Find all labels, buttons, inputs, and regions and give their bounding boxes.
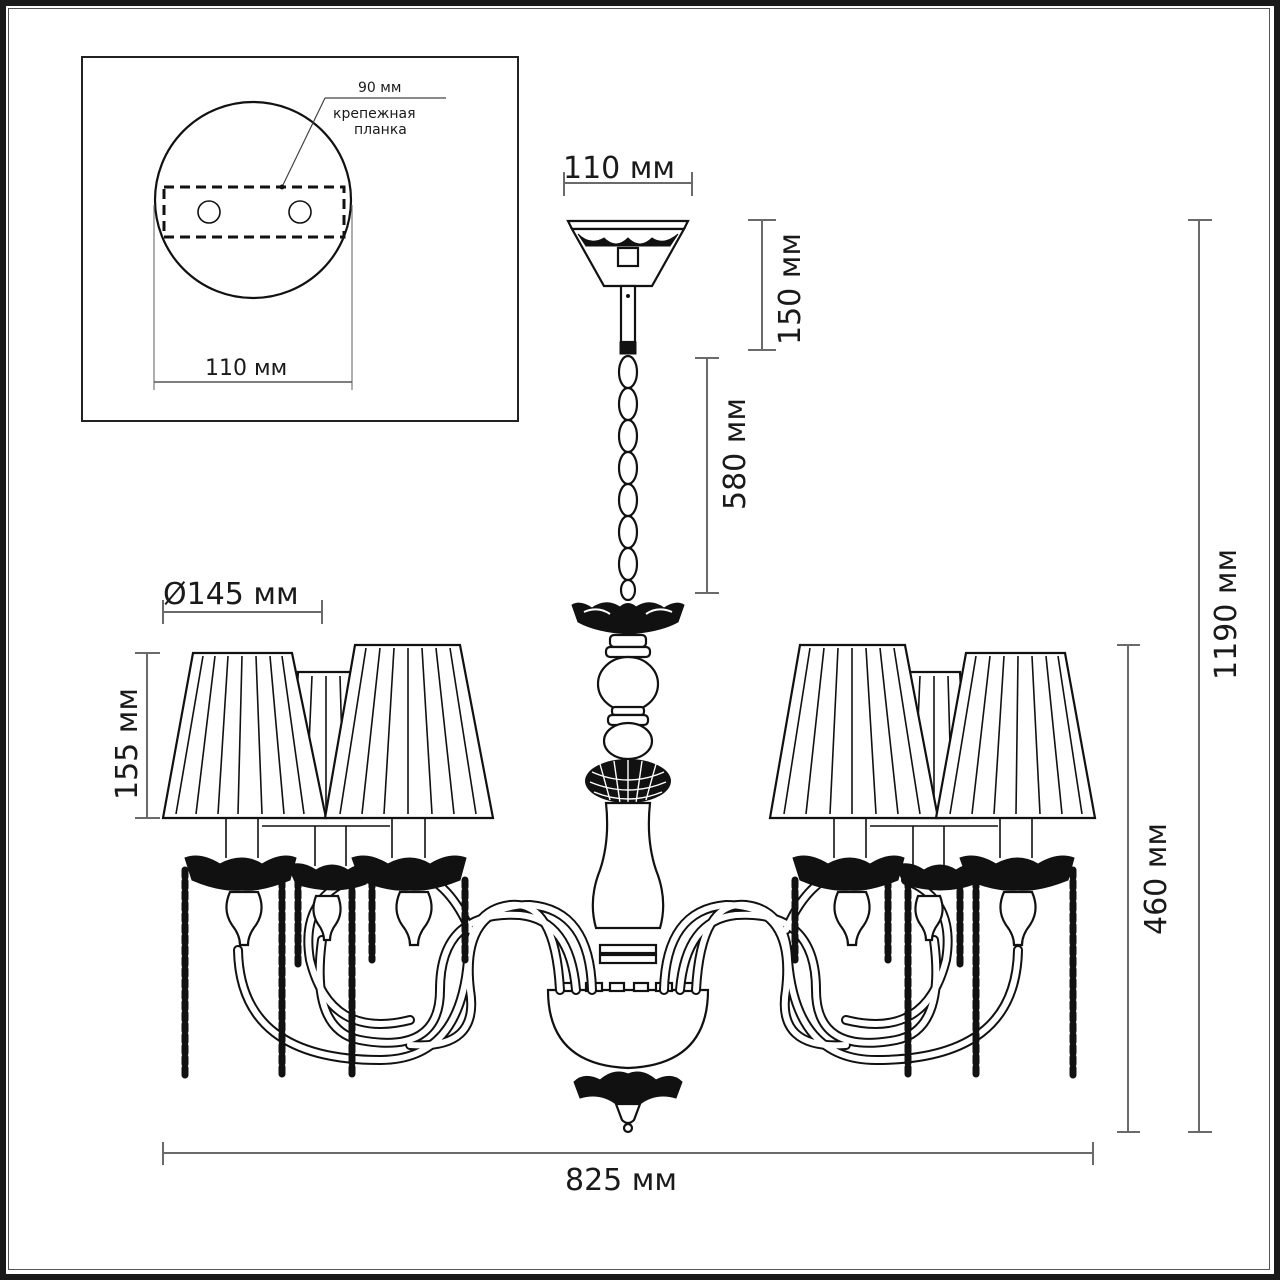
total-width-label: 825 мм [565,1163,677,1198]
canopy-height-label: 150 мм [773,233,808,345]
screw-hole-right [288,200,312,224]
lamp-holders-left [184,818,467,947]
crystal-strands [181,866,1077,1079]
ceiling-canopy [566,219,690,344]
canopy-width-label: 110 мм [563,151,675,186]
canopy-circle [153,100,353,300]
shade-height-label: 155 мм [110,688,145,800]
inner-frame [8,8,1270,1270]
lamp-shades [161,643,1097,820]
screw-hole-left [197,200,221,224]
chain [617,341,639,602]
dimension-lines: 110 мм 150 мм 580 мм 1190 мм 460 мм Ø145… [110,151,1244,1198]
mounting-plate-outline [162,185,346,239]
shade-diameter-label: Ø145 мм [163,577,299,612]
total-height-label: 1190 мм [1209,549,1244,680]
lamp-holders-right [792,818,1075,947]
chain-length-label: 580 мм [718,398,753,510]
body-height-label: 460 мм [1139,823,1174,935]
central-column [546,602,710,1134]
plate-name-line1: крепежная [333,106,416,122]
plate-width-label: 90 мм [358,80,401,96]
mounting-inset: 90 мм крепежная планка 110 мм [81,56,519,422]
inset-diameter-label: 110 мм [205,356,287,381]
plate-name-line2: планка [354,122,407,138]
